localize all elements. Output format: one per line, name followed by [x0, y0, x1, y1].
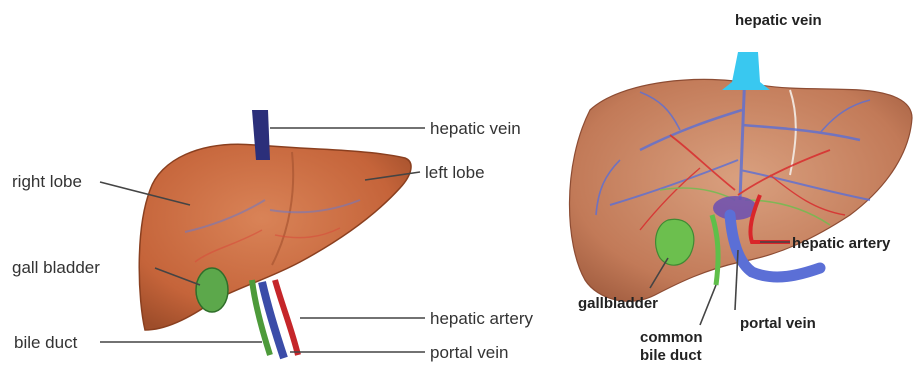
label-common-bile-duct-line2: bile duct — [640, 347, 702, 364]
leader-common-bile-duct — [700, 285, 716, 325]
label-hepatic-vein-right: hepatic vein — [735, 12, 822, 29]
left-liver-body — [139, 144, 411, 330]
label-hepatic-artery-right: hepatic artery — [792, 235, 891, 252]
right-hepatic-vein-vessel — [722, 52, 770, 90]
label-hepatic-artery-left: hepatic artery — [430, 309, 533, 328]
label-gallbladder-right: gallbladder — [578, 295, 658, 312]
label-bile-duct: bile duct — [14, 333, 78, 352]
left-gall-bladder-organ — [196, 268, 228, 312]
right-liver-diagram: hepatic vein hepatic artery gallbladder … — [569, 12, 912, 364]
left-liver-diagram: hepatic vein right lobe left lobe gall b… — [12, 110, 533, 362]
label-portal-vein-right: portal vein — [740, 315, 816, 332]
label-left-lobe: left lobe — [425, 163, 485, 182]
label-hepatic-vein-left: hepatic vein — [430, 119, 521, 138]
label-gall-bladder-left: gall bladder — [12, 258, 100, 277]
label-common-bile-duct-line1: common — [640, 329, 703, 346]
right-gallbladder-organ — [656, 219, 694, 265]
label-right-lobe: right lobe — [12, 172, 82, 191]
label-portal-vein-left: portal vein — [430, 343, 508, 362]
